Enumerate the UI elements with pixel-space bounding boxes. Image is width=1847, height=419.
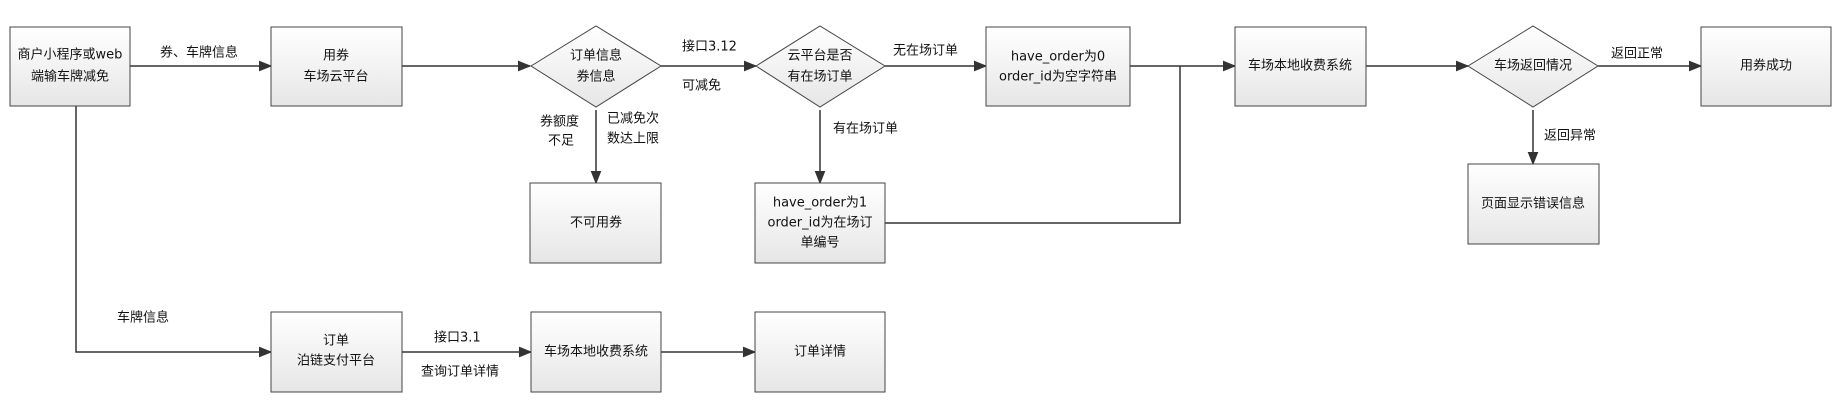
label-limit-reached-line-2: 数达上限	[607, 132, 659, 147]
node-use-coupon: 用券 车场云平台	[270, 26, 403, 107]
label-api-31: 接口3.1	[434, 330, 481, 346]
edge-hasorder-to-localsystem	[885, 66, 1181, 224]
edge-merchant-to-orderplatform	[75, 106, 273, 358]
node-merchant-line-1: 商户小程序或web	[18, 47, 123, 63]
node-local-system-bottom-label: 车场本地收费系统	[544, 344, 648, 360]
node-order-info-line-1: 订单信息	[570, 48, 622, 64]
node-use-coupon-line-1: 用券	[323, 48, 349, 64]
node-order-platform-line-1: 订单	[323, 334, 349, 349]
node-success: 用券成功	[1700, 26, 1832, 107]
node-unavailable: 不可用券	[529, 182, 662, 264]
node-cloud-check-line-2: 有在场订单	[787, 70, 852, 85]
label-api-312: 接口3.12	[682, 39, 737, 55]
label-query-order: 查询订单详情	[421, 365, 499, 380]
label-can-reduce: 可减免	[682, 79, 721, 94]
label-return-normal: 返回正常	[1611, 47, 1663, 62]
node-order-info: 订单信息 券信息	[530, 25, 662, 108]
node-return-check: 车场返回情况	[1467, 25, 1599, 108]
node-merchant-line-2: 端输车牌减免	[31, 69, 109, 85]
node-has-order-params-line-1: have_order为1	[773, 196, 867, 211]
node-order-platform: 订单 泊链支付平台	[270, 311, 403, 393]
label-plate-info: 车牌信息	[117, 310, 169, 326]
node-error-page: 页面显示错误信息	[1467, 163, 1600, 245]
node-order-detail: 订单详情	[754, 311, 886, 393]
node-use-coupon-line-2: 车场云平台	[303, 69, 368, 85]
node-order-info-line-2: 券信息	[576, 69, 615, 85]
edges	[75, 60, 1703, 358]
node-has-order-params-line-3: 单编号	[800, 236, 839, 251]
node-order-platform-line-2: 泊链支付平台	[297, 354, 375, 369]
node-local-system-bottom: 车场本地收费系统	[530, 311, 662, 393]
node-error-page-label: 页面显示错误信息	[1481, 196, 1585, 212]
node-has-order-params: have_order为1 order_id为在场订 单编号	[754, 182, 886, 264]
node-order-detail-label: 订单详情	[794, 345, 846, 360]
node-no-order-params: have_order为0 order_id为空字符串	[985, 26, 1131, 107]
node-success-label: 用券成功	[1740, 58, 1792, 74]
node-merchant: 商户小程序或web 端输车牌减免	[9, 26, 131, 107]
node-cloud-check: 云平台是否 有在场订单	[755, 25, 886, 108]
node-no-order-params-line-1: have_order为0	[1011, 50, 1105, 65]
edge-labels: 券、车牌信息 接口3.12 可减免 无在场订单 有在场订单 券额度 不足 已减免…	[117, 39, 1663, 380]
node-no-order-params-line-2: order_id为空字符串	[999, 69, 1117, 85]
node-return-check-label: 车场返回情况	[1494, 58, 1572, 74]
node-cloud-check-line-1: 云平台是否	[787, 49, 852, 64]
label-limit-reached-line-1: 已减免次	[607, 111, 659, 127]
label-no-onsite: 无在场订单	[893, 44, 958, 59]
node-local-system-top: 车场本地收费系统	[1234, 26, 1367, 107]
label-has-onsite: 有在场订单	[833, 122, 898, 137]
label-insufficient-line-2: 不足	[548, 134, 574, 149]
node-local-system-top-label: 车场本地收费系统	[1248, 58, 1352, 74]
label-coupon-plate: 券、车牌信息	[160, 45, 238, 61]
label-insufficient-line-1: 券额度	[540, 114, 579, 130]
label-return-error: 返回异常	[1544, 129, 1596, 144]
node-unavailable-label: 不可用券	[570, 215, 622, 231]
node-has-order-params-line-2: order_id为在场订	[767, 216, 872, 231]
